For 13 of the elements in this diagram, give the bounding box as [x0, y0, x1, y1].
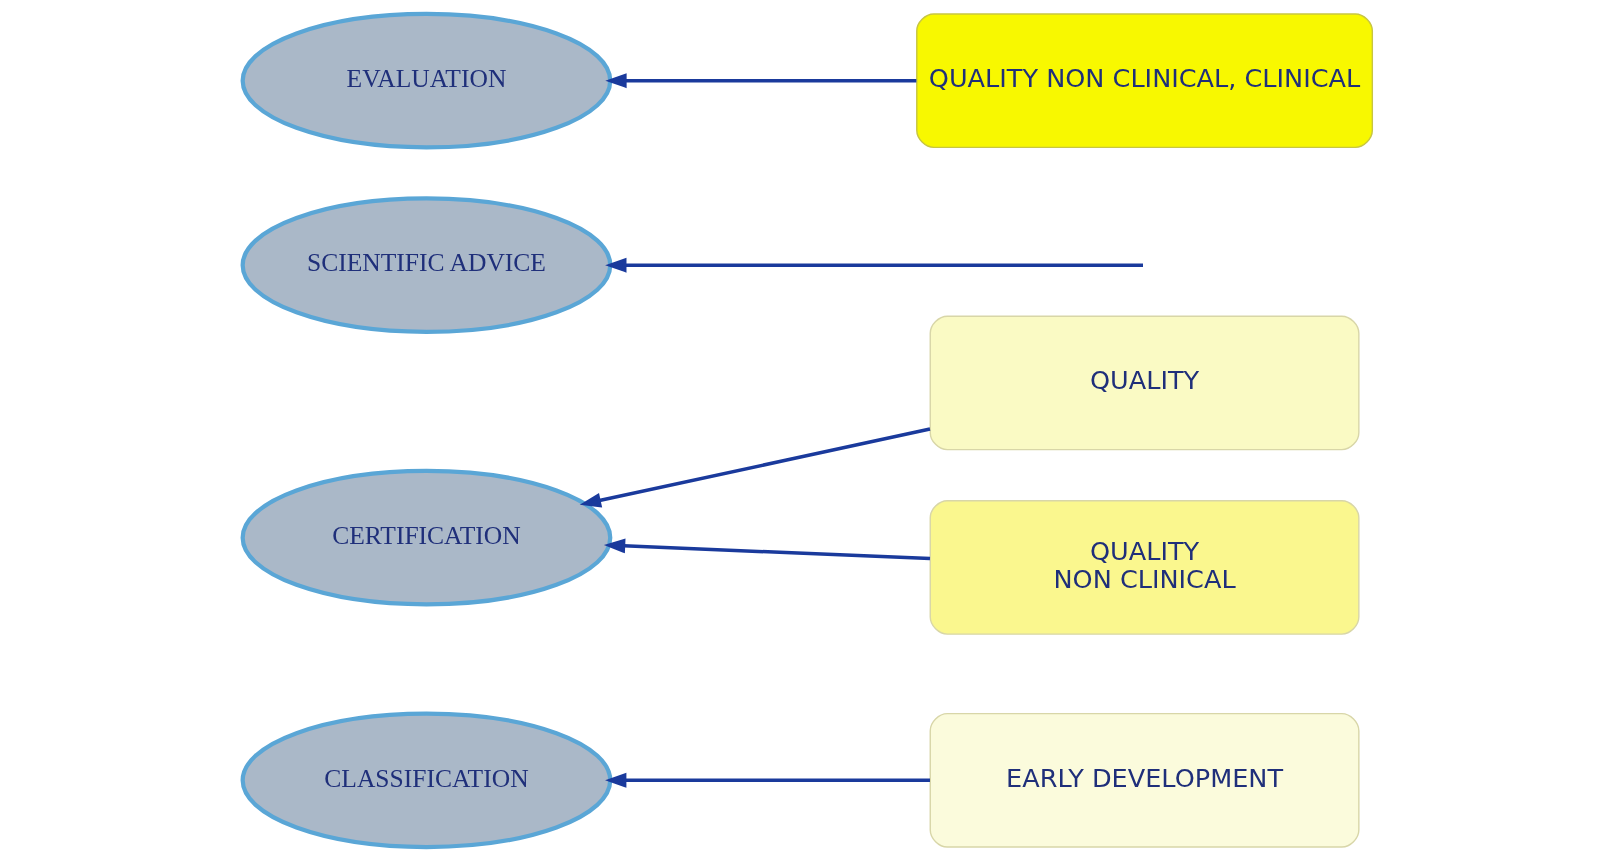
arrow: [579, 427, 930, 508]
node-box: EARLY DEVELOPMENT: [929, 712, 1360, 848]
node-ellipse: EVALUATION: [240, 11, 612, 150]
node-ellipse: SCIENTIFIC ADVICE: [240, 196, 612, 334]
node-ellipse: CERTIFICATION: [240, 468, 612, 607]
arrow: [603, 538, 930, 561]
node-box: QUALITY: [929, 315, 1360, 451]
arrow: [604, 772, 930, 788]
arrow: [604, 257, 1143, 273]
node-box: QUALITY NON CLINICAL: [929, 500, 1360, 635]
arrow: [604, 73, 916, 89]
node-ellipse: CLASSIFICATION: [240, 711, 612, 850]
node-box: QUALITY NON CLINICAL, CLINICAL: [915, 13, 1373, 149]
